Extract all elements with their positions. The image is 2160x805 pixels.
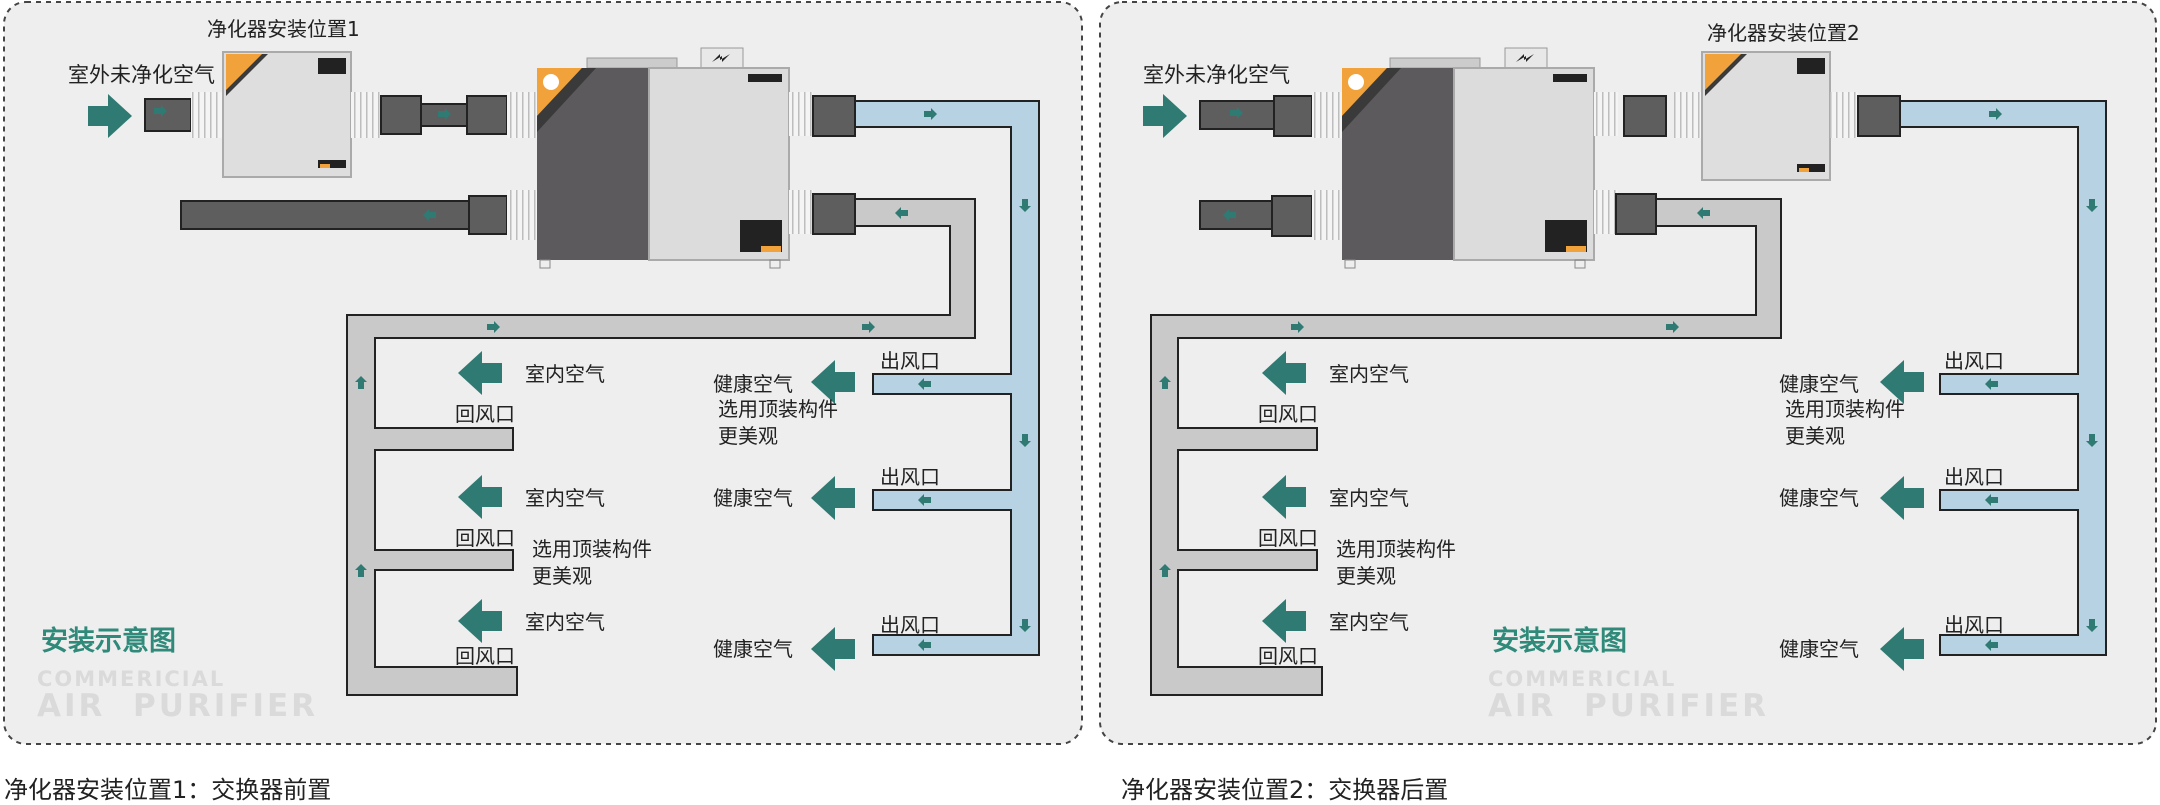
panel-2: 净化器安装位置2 室外未净化空气 室内空气 室内空气 室内空气 回风口 回风口 … <box>1099 1 2157 745</box>
panel-1-frame <box>3 1 1083 745</box>
indoor-air-label: 室内空气 <box>1329 486 1409 510</box>
panel-1: 净化器安装位置1 室外未净化空气 室内空气 室内空气 室内空气 回风口 回风口 … <box>3 1 1083 745</box>
diagram-title: 安装示意图 <box>1492 625 1627 657</box>
supply-duct <box>1899 100 2107 656</box>
healthy-air-label: 健康空气 <box>713 486 793 510</box>
healthy-air-label: 健康空气 <box>1779 486 1859 510</box>
return-vent-label: 回风口 <box>1258 402 1318 426</box>
watermark-line2: AIR PURIFIER <box>1488 688 1769 724</box>
indoor-air-label: 室内空气 <box>525 486 605 510</box>
outlet-label: 出风口 <box>880 349 940 373</box>
heat-exchanger <box>1342 47 1595 269</box>
indoor-air-label: 室内空气 <box>1329 362 1409 386</box>
healthy-air-label: 健康空气 <box>713 637 793 661</box>
outlet-label: 出风口 <box>880 613 940 637</box>
outdoor-duct <box>144 98 192 132</box>
flex-connector <box>191 92 223 138</box>
purifier-position-label: 净化器安装位置2 <box>1707 21 1860 45</box>
healthy-air-label: 健康空气 <box>713 372 793 396</box>
outlet-label: 出风口 <box>880 465 940 489</box>
outdoor-air-label: 室外未净化空气 <box>68 63 215 87</box>
purifier-position-label: 净化器安装位置1 <box>207 17 360 41</box>
return-vent-label: 回风口 <box>455 402 515 426</box>
watermark-line2: AIR PURIFIER <box>37 688 318 724</box>
ceiling-note-line1: 选用顶装构件 <box>1336 537 1456 561</box>
heat-exchanger <box>537 47 790 269</box>
ceiling-note-line1: 选用顶装构件 <box>718 397 838 421</box>
caption-panel-2: 净化器安装位置2：交换器后置 <box>1121 776 1449 804</box>
outdoor-air-label: 室外未净化空气 <box>1143 63 1290 87</box>
indoor-air-label: 室内空气 <box>525 610 605 634</box>
ceiling-note-line1: 选用顶装构件 <box>532 537 652 561</box>
supply-duct <box>854 100 1040 656</box>
healthy-air-label: 健康空气 <box>1779 637 1859 661</box>
outlet-label: 出风口 <box>1944 465 2004 489</box>
return-vent-label: 回风口 <box>455 644 515 668</box>
outlet-label: 出风口 <box>1944 613 2004 637</box>
ceiling-note-line2: 更美观 <box>1336 564 1396 588</box>
indoor-air-label: 室内空气 <box>1329 610 1409 634</box>
return-vent-label: 回风口 <box>1258 644 1318 668</box>
ceiling-note-line2: 更美观 <box>1785 424 1845 448</box>
diagram-title: 安装示意图 <box>41 625 176 657</box>
watermark-line1: COMMERICIAL <box>1488 667 1676 691</box>
ceiling-note-line2: 更美观 <box>532 564 592 588</box>
healthy-air-label: 健康空气 <box>1779 372 1859 396</box>
return-vent-label: 回风口 <box>455 526 515 550</box>
return-duct <box>1150 198 1782 696</box>
ceiling-note-line2: 更美观 <box>718 424 778 448</box>
indoor-air-label: 室内空气 <box>525 362 605 386</box>
purifier-unit-2 <box>1701 51 1831 181</box>
return-vent-label: 回风口 <box>1258 526 1318 550</box>
return-duct <box>346 198 976 696</box>
outlet-label: 出风口 <box>1944 349 2004 373</box>
caption-panel-1: 净化器安装位置1：交换器前置 <box>4 776 332 804</box>
watermark-line1: COMMERICIAL <box>37 667 225 691</box>
ceiling-note-line1: 选用顶装构件 <box>1785 397 1905 421</box>
purifier-unit-1 <box>222 51 352 178</box>
